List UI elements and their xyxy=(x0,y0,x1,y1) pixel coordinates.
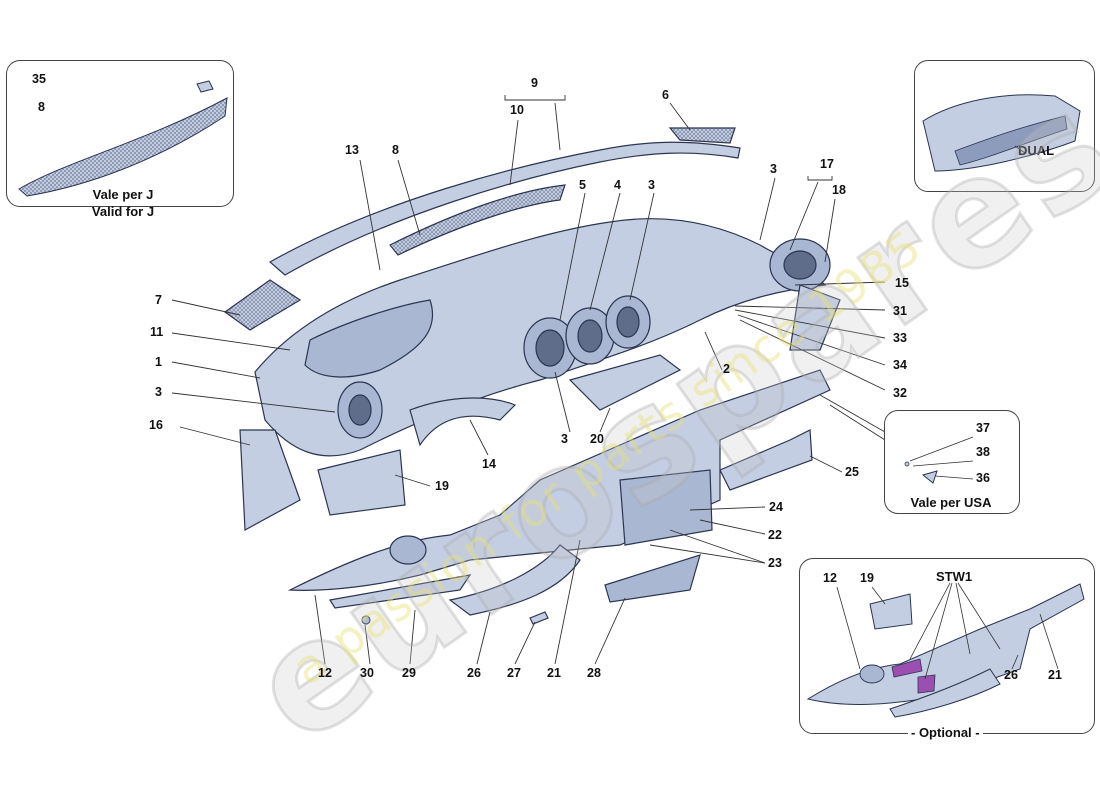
callout-label: 19 xyxy=(860,571,874,585)
callout-label: 9 xyxy=(531,76,538,90)
callout-label: 25 xyxy=(845,465,859,479)
callout-label: 8 xyxy=(392,143,399,157)
callout-label: 12 xyxy=(823,571,837,585)
callout-label: 21 xyxy=(1048,668,1062,682)
callout-label: 36 xyxy=(976,471,990,485)
callout-label: 32 xyxy=(893,386,907,400)
callout-label: 28 xyxy=(587,666,601,680)
callout-label: 34 xyxy=(893,358,907,372)
callout-label: 33 xyxy=(893,331,907,345)
callout-label: 30 xyxy=(360,666,374,680)
callout-label: 14 xyxy=(482,457,496,471)
callout-label: 22 xyxy=(768,528,782,542)
dashboard-main-body xyxy=(254,218,841,457)
inset-usa-clip xyxy=(904,436,974,484)
inset-stw1-parts xyxy=(806,582,1085,718)
inset-stw1-title: STW1 xyxy=(936,569,973,584)
callout-label: 12 xyxy=(318,666,332,680)
inset-j-caption-2: Valid for J xyxy=(91,204,155,219)
inset-j-mesh-panel xyxy=(18,80,228,197)
callout-label: 3 xyxy=(155,385,162,399)
callout-label: 18 xyxy=(832,183,846,197)
callout-label: 4 xyxy=(614,178,621,192)
callout-label: 3 xyxy=(561,432,568,446)
callout-label: 24 xyxy=(769,500,783,514)
callout-label: 3 xyxy=(648,178,655,192)
callout-label: 26 xyxy=(1004,668,1018,682)
callout-label: 1 xyxy=(155,355,162,369)
callout-label: 19 xyxy=(435,479,449,493)
callout-label: 17 xyxy=(820,157,834,171)
callout-label: 13 xyxy=(345,143,359,157)
callout-label: 3 xyxy=(770,162,777,176)
callout-label: 2 xyxy=(723,362,730,376)
callout-label: 7 xyxy=(155,293,162,307)
callout-label: 26 xyxy=(467,666,481,680)
inset-dual-dash xyxy=(922,94,1081,172)
callout-label: 23 xyxy=(768,556,782,570)
inset-usa xyxy=(884,410,1020,514)
callout-label: 37 xyxy=(976,421,990,435)
callout-label: 31 xyxy=(893,304,907,318)
inset-stw1-optional xyxy=(799,558,1095,734)
callout-label: 38 xyxy=(976,445,990,459)
callout-label: 16 xyxy=(149,418,163,432)
inset-stw1-caption: - Optional - xyxy=(908,725,983,740)
inset-usa-caption: Vale per USA xyxy=(910,495,992,510)
callout-label: 20 xyxy=(590,432,604,446)
inset-valid-for-j xyxy=(6,60,234,207)
lower-parts xyxy=(239,354,831,625)
callout-label: 6 xyxy=(662,88,669,102)
callout-label: 27 xyxy=(507,666,521,680)
callout-label: 29 xyxy=(402,666,416,680)
callout-label: 15 xyxy=(895,276,909,290)
top-dash-trim xyxy=(223,127,741,331)
callout-label: 5 xyxy=(579,178,586,192)
inset-j-caption-1: Vale per J xyxy=(92,187,154,202)
callout-label: 21 xyxy=(547,666,561,680)
callout-label: 10 xyxy=(510,103,524,117)
inset-dual xyxy=(914,60,1095,192)
inset-dual-caption: DUAL xyxy=(1018,143,1055,158)
callout-label: 11 xyxy=(150,325,164,339)
callout-label: 8 xyxy=(38,100,45,114)
callout-label: 35 xyxy=(32,72,46,86)
